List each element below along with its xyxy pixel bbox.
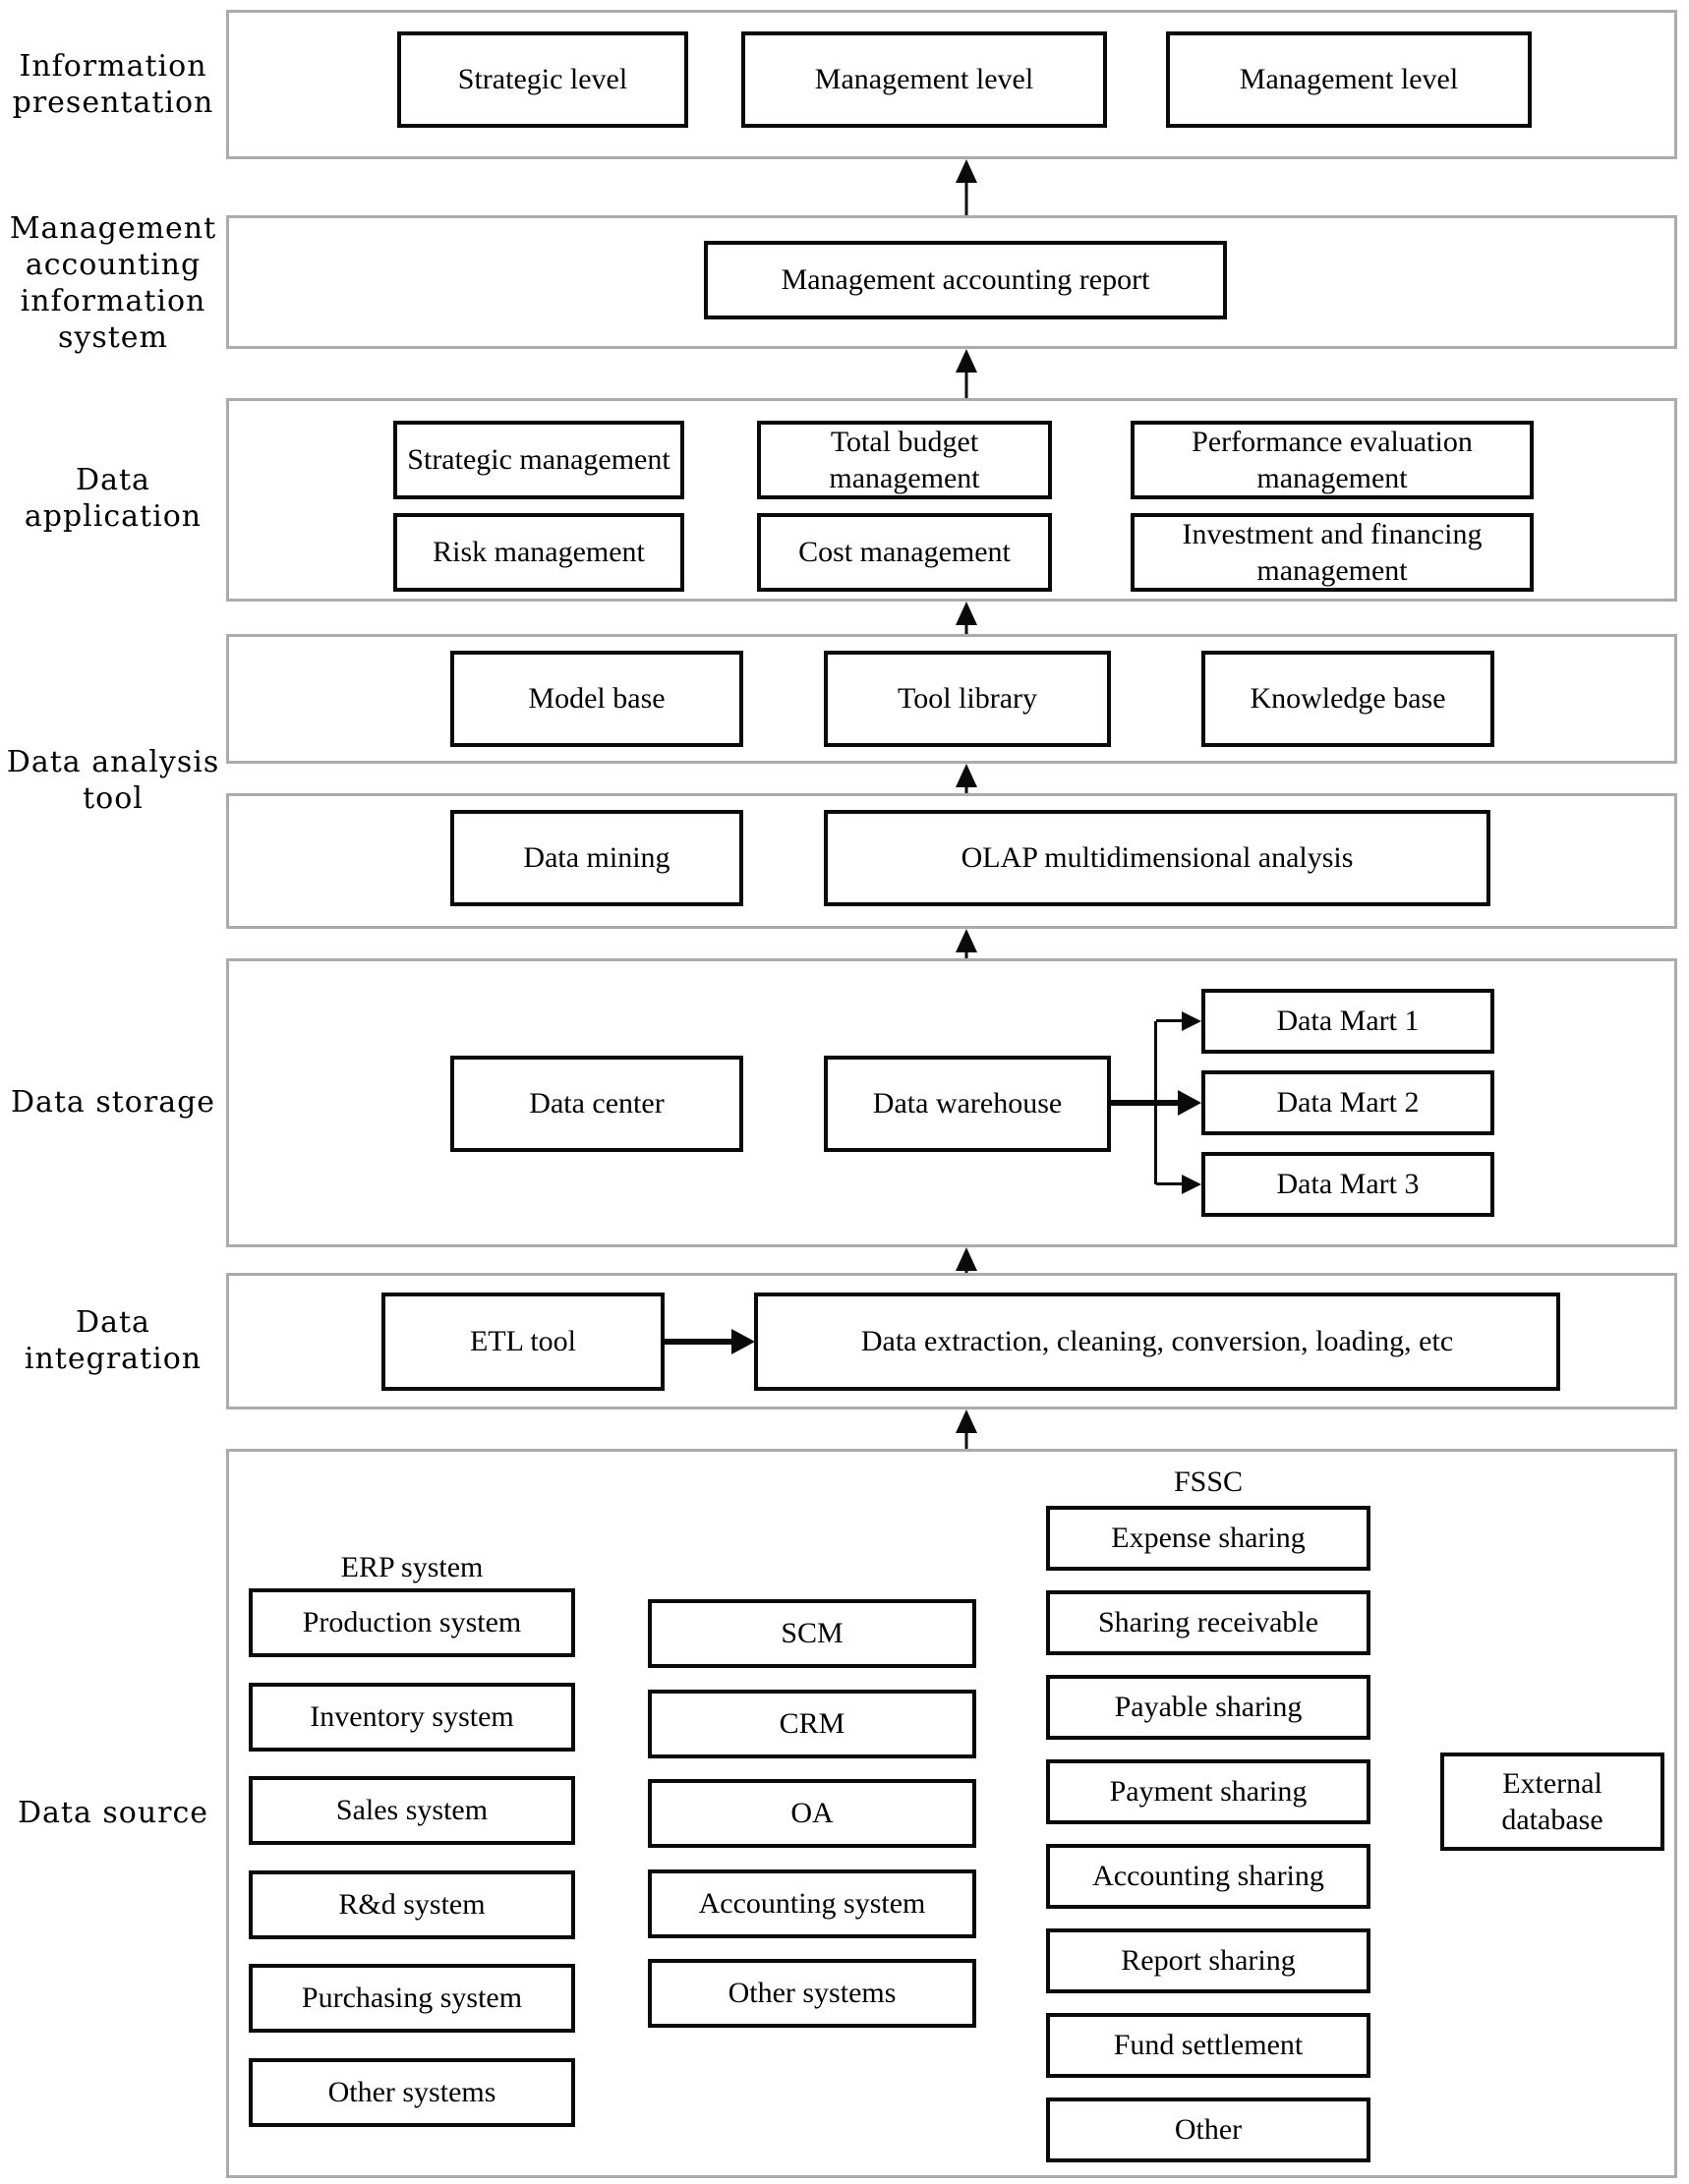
flow-arrow-storage-to-analysis <box>953 929 980 958</box>
up-arrow-icon <box>956 159 977 183</box>
box-strategic-management: Strategic management <box>393 421 684 499</box>
right-arrow-icon <box>1182 1175 1201 1194</box>
connector-mart1-horizontal <box>1156 1019 1186 1022</box>
box-strategic-level: Strategic level <box>397 31 688 128</box>
flow-arrow-application-to-report <box>953 349 980 398</box>
box-tool-library: Tool library <box>824 651 1111 747</box>
up-arrow-icon <box>956 764 977 787</box>
box-scm: SCM <box>648 1599 976 1668</box>
connector-mart3-horizontal <box>1156 1182 1186 1185</box>
right-arrow-icon <box>1178 1090 1201 1116</box>
label-data-analysis-tool: Data analysis tool <box>6 745 220 816</box>
flow-arrow-source-to-integration <box>953 1409 980 1449</box>
label-data-application: Data application <box>24 463 203 534</box>
up-arrow-icon <box>956 1409 977 1433</box>
box-knowledge-base: Knowledge base <box>1201 651 1494 747</box>
box-data-warehouse: Data warehouse <box>824 1056 1111 1152</box>
label-data-integration: Data integration <box>24 1305 203 1376</box>
box-management-accounting-report: Management accounting report <box>704 241 1227 319</box>
flow-arrow-analysis-to-application <box>953 602 980 634</box>
box-management-level-2: Management level <box>1166 31 1532 128</box>
flow-arrow-report-to-presentation <box>953 159 980 215</box>
box-sales-system: Sales system <box>249 1776 575 1845</box>
label-information-presentation: Information presentation <box>12 49 214 120</box>
up-arrow-icon <box>956 602 977 625</box>
box-total-budget-management: Total budget management <box>757 421 1052 499</box>
box-performance-evaluation-management: Performance evaluation management <box>1131 421 1534 499</box>
box-fund-settlement: Fund settlement <box>1046 2013 1370 2078</box>
box-oa: OA <box>648 1779 976 1848</box>
up-arrow-icon <box>956 1247 977 1271</box>
box-accounting-sharing: Accounting sharing <box>1046 1844 1370 1909</box>
box-erp-other-systems: Other systems <box>249 2058 575 2127</box>
box-management-level-1: Management level <box>741 31 1107 128</box>
up-arrow-icon <box>956 349 977 373</box>
heading-fssc: FSSC <box>1173 1466 1244 1498</box>
box-report-sharing: Report sharing <box>1046 1928 1370 1993</box>
flow-arrow-mining-to-library <box>953 764 980 793</box>
box-data-mart-3: Data Mart 3 <box>1201 1152 1494 1217</box>
box-data-center: Data center <box>450 1056 743 1152</box>
box-external-database: External database <box>1440 1753 1664 1851</box>
section-management-accounting-information-system <box>226 215 1677 349</box>
box-risk-management: Risk management <box>393 513 684 592</box>
box-olap-analysis: OLAP multidimensional analysis <box>824 810 1490 906</box>
box-payable-sharing: Payable sharing <box>1046 1675 1370 1740</box>
right-arrow-icon <box>1182 1011 1201 1031</box>
box-inventory-system: Inventory system <box>249 1683 575 1752</box>
label-management-accounting-information-system: Management accounting information system <box>9 211 217 355</box>
box-model-base: Model base <box>450 651 743 747</box>
label-data-source: Data source <box>17 1796 209 1830</box>
box-fssc-other: Other <box>1046 2098 1370 2162</box>
box-data-mart-2: Data Mart 2 <box>1201 1070 1494 1135</box>
box-rd-system: R&d system <box>249 1870 575 1939</box>
up-arrow-icon <box>956 929 977 952</box>
box-crm: CRM <box>648 1690 976 1758</box>
box-data-mart-1: Data Mart 1 <box>1201 989 1494 1054</box>
box-payment-sharing: Payment sharing <box>1046 1759 1370 1824</box>
box-data-mining: Data mining <box>450 810 743 906</box>
box-production-system: Production system <box>249 1588 575 1657</box>
label-data-storage: Data storage <box>10 1085 216 1120</box>
box-middle-other-systems: Other systems <box>648 1959 976 2028</box>
box-expense-sharing: Expense sharing <box>1046 1506 1370 1571</box>
box-accounting-system: Accounting system <box>648 1869 976 1938</box>
heading-erp-system: ERP system <box>340 1551 484 1583</box>
connector-marts-vertical <box>1154 1021 1157 1184</box>
box-purchasing-system: Purchasing system <box>249 1964 575 2033</box>
box-data-extraction-process: Data extraction, cleaning, conversion, l… <box>754 1293 1560 1391</box>
right-arrow-icon <box>731 1329 755 1354</box>
box-sharing-receivable: Sharing receivable <box>1046 1590 1370 1655</box>
box-etl-tool: ETL tool <box>381 1293 665 1391</box>
box-investment-financing-management: Investment and financing management <box>1131 513 1534 592</box>
box-cost-management: Cost management <box>757 513 1052 592</box>
flow-arrow-integration-to-storage <box>953 1247 980 1273</box>
